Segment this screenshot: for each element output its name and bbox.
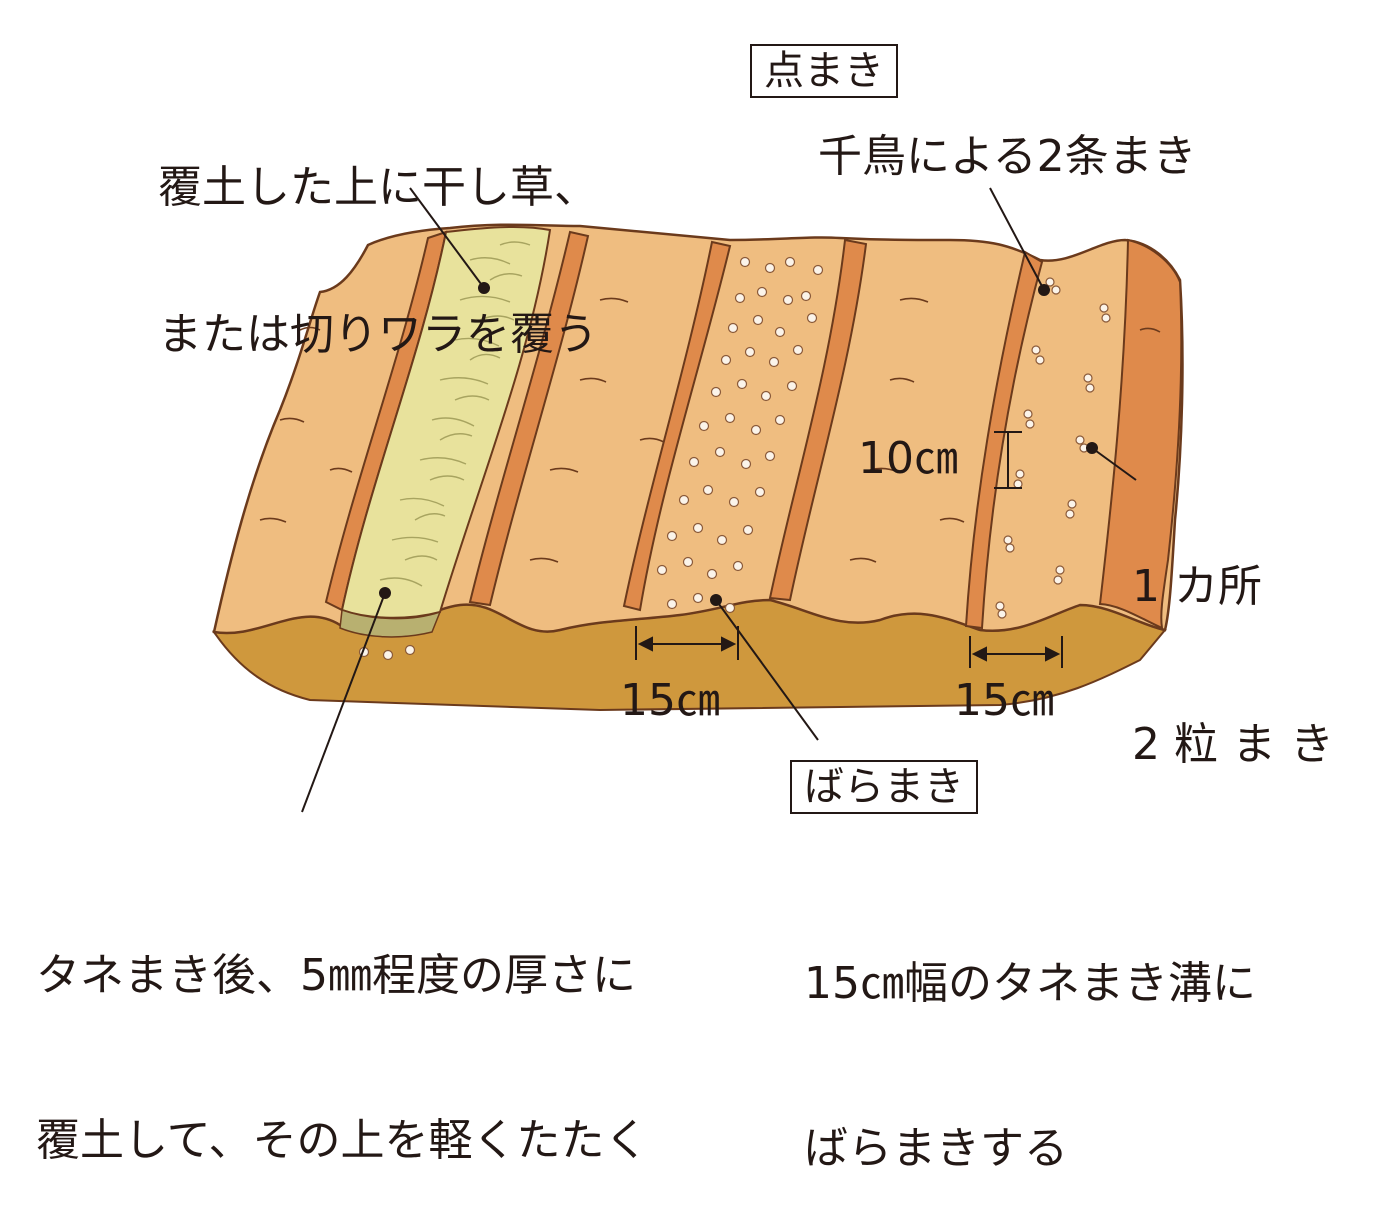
furrow-instruction-line-1: 15㎝幅のタネまき溝に bbox=[804, 958, 1256, 1009]
straw-cover-label: 覆土した上に干し草、 または切りワラを覆う bbox=[158, 64, 598, 409]
width-15cm-right-label: 15㎝ bbox=[954, 675, 1054, 726]
hill-seeds bbox=[995, 277, 1111, 619]
furrow-5 bbox=[964, 250, 1044, 630]
leader-lines bbox=[301, 187, 1137, 813]
straw-cover-line-1: 覆土した上に干し草、 bbox=[158, 161, 598, 213]
straw-texture bbox=[379, 241, 531, 587]
width-15cm-left-label: 15㎝ bbox=[620, 675, 720, 726]
chidori-label: 千鳥による2条まき bbox=[818, 131, 1197, 182]
dimension-15cm-right bbox=[969, 636, 1063, 668]
furrow-4 bbox=[768, 238, 868, 602]
ikkasho-line-1: 1 カ所 bbox=[1132, 560, 1262, 612]
furrow-3 bbox=[622, 240, 732, 612]
furrow-6 bbox=[1098, 238, 1183, 630]
furrow-instruction-label: 15㎝幅のタネまき溝に ばらまきする bbox=[804, 846, 1256, 1231]
furrow-instruction-line-2: ばらまきする bbox=[804, 1123, 1068, 1174]
ikkasho-line-2: 2 粒 ま き bbox=[1132, 718, 1334, 770]
tenmaki-box: 点まき bbox=[750, 44, 898, 98]
spacing-10cm-label: 10㎝ bbox=[858, 433, 958, 484]
straw-cover-line-2: または切りワラを覆う bbox=[158, 309, 598, 361]
broadcast-seeds bbox=[656, 256, 824, 614]
dimension-10cm bbox=[994, 431, 1022, 489]
ikkasho-label: 1 カ所 2 粒 ま き bbox=[1132, 455, 1334, 825]
dimension-15cm-left bbox=[635, 626, 739, 660]
cover-instruction-label: タネまき後、5㎜程度の厚さに 覆土して、その上を軽くたたく bbox=[36, 838, 648, 1223]
cover-instruction-line-1: タネまき後、5㎜程度の厚さに bbox=[36, 950, 636, 1001]
baramaki-box: ばらまき bbox=[790, 760, 978, 814]
furrow-2 bbox=[468, 230, 590, 607]
seeding-diagram bbox=[211, 187, 1184, 813]
straw-cover-edge bbox=[339, 608, 442, 638]
soil-texture bbox=[259, 297, 1161, 563]
cover-instruction-line-2: 覆土して、その上を軽くたたく bbox=[36, 1115, 649, 1166]
